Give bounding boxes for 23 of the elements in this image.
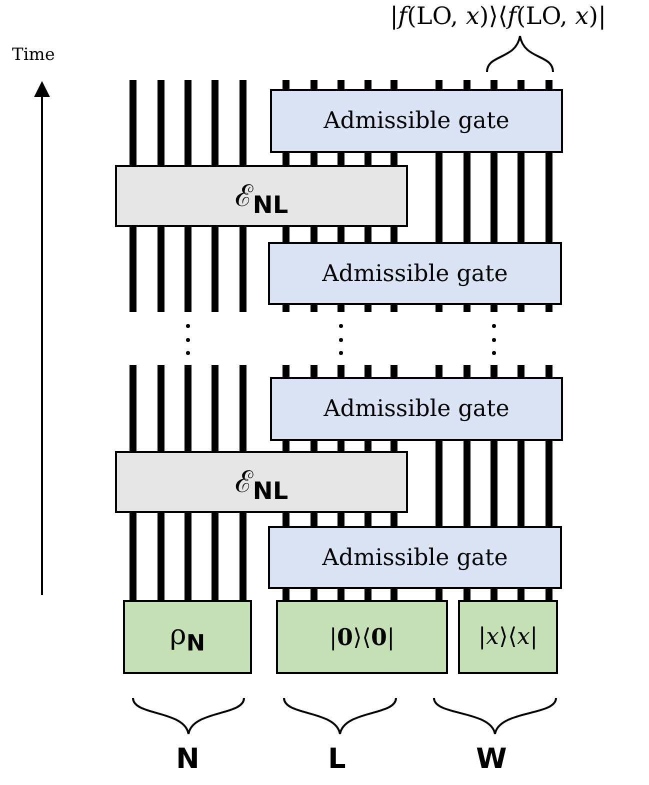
register-label: W [476,742,507,775]
box-label: Admissible gate [324,396,510,422]
state-box [458,600,558,674]
state-box [123,600,252,674]
register-label: N [176,742,200,775]
box-label: Admissible gate [322,260,508,286]
box-label: ρ$_{N}$ [170,618,206,656]
register-label: L [328,742,346,775]
gate-box [268,526,562,589]
state-box [276,600,448,674]
channel-box [115,165,408,227]
formula-label: |f(LO, x)⟩⟨f(LO, x)| [390,2,606,30]
box-label: Admissible gate [324,108,510,134]
box-label: Admissible gate [322,544,508,570]
gate-box [270,377,563,441]
channel-box [115,451,408,513]
box-label: ℰ$_{NL}$ [234,178,288,218]
box-label: |0⟩⟨0| [329,624,395,650]
gate-box [270,89,563,153]
axis-label: Time [12,45,55,65]
gate-box [268,242,562,305]
box-label: |x⟩⟨x| [478,624,538,650]
box-label: ℰ$_{NL}$ [234,464,288,504]
